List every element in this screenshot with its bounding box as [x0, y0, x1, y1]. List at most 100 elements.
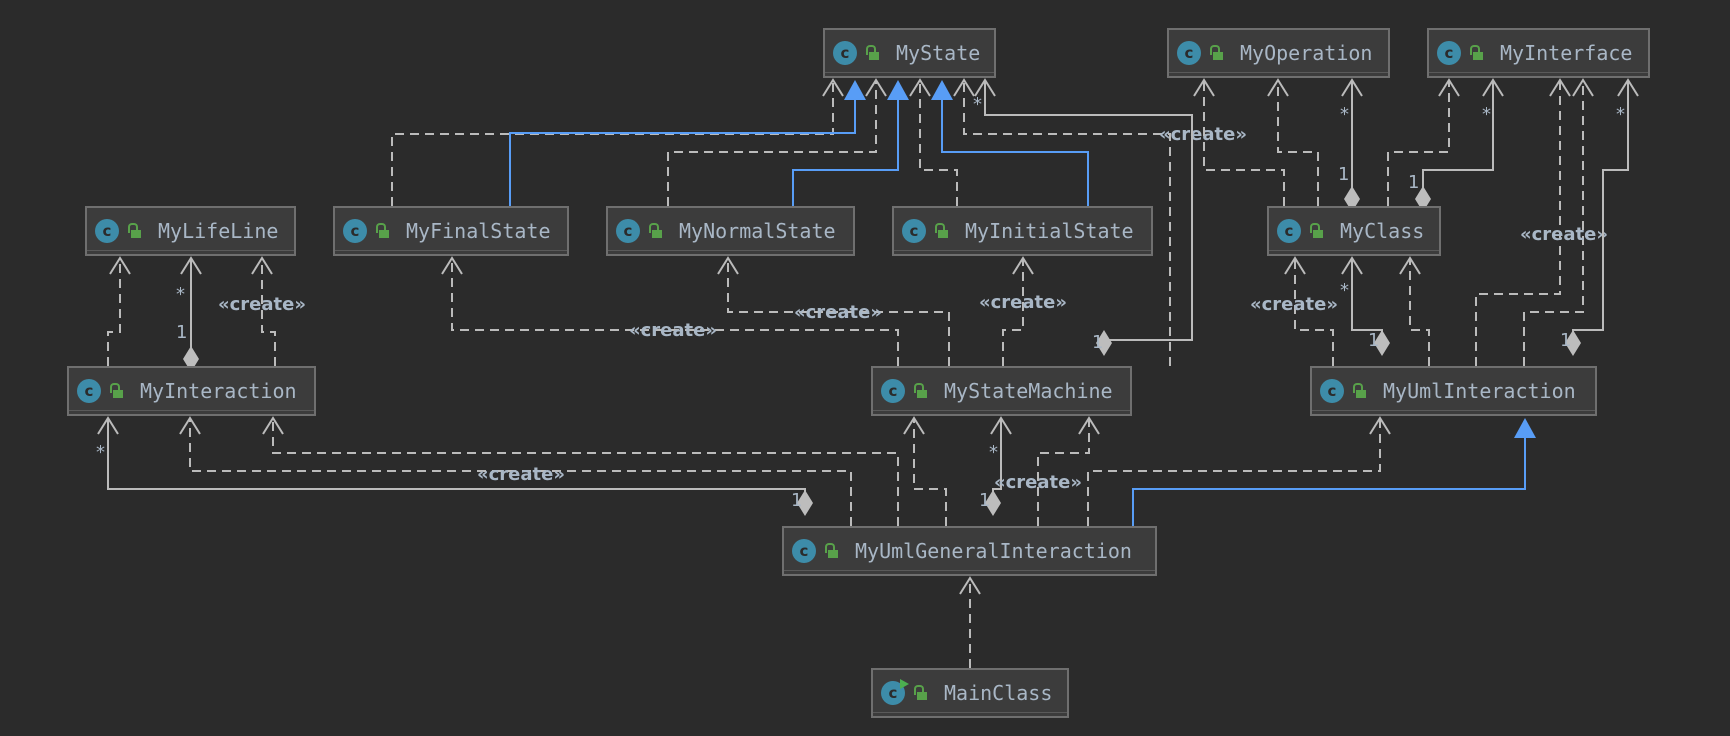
public-visibility-icon: [1210, 45, 1224, 61]
class-icon: c: [95, 219, 119, 243]
public-visibility-icon: [376, 223, 390, 239]
class-icon: c: [881, 379, 905, 403]
open-arrowhead: [990, 416, 1012, 435]
edge-inheritance[interactable]: [509, 98, 856, 206]
edge-dependency[interactable]: [1523, 80, 1584, 366]
class-node-myinterface[interactable]: c MyInterface: [1427, 28, 1650, 78]
edge-inheritance[interactable]: [792, 98, 899, 206]
edge-dependency[interactable]: [1002, 258, 1024, 366]
class-node-mainclass[interactable]: c MainClass: [871, 668, 1069, 718]
composition-diamond: [985, 490, 1001, 516]
class-node-myumlgeneralinteraction[interactable]: c MyUmlGeneralInteraction: [782, 526, 1157, 576]
open-arrowhead: [953, 78, 975, 97]
class-node-myoperation[interactable]: c MyOperation: [1167, 28, 1390, 78]
open-arrowhead: [1284, 256, 1306, 275]
class-icon: c: [833, 41, 857, 65]
edge-composition[interactable]: [1351, 258, 1383, 340]
inheritance-arrowhead: [1514, 418, 1536, 438]
edge-dependency[interactable]: [963, 80, 1171, 366]
class-icon: c: [1277, 219, 1301, 243]
composition-diamond: [1374, 330, 1390, 356]
target-multiplicity: *: [96, 442, 105, 463]
class-icon: c: [1177, 41, 1201, 65]
edge-composition[interactable]: [984, 80, 1193, 341]
class-node-myumlinteraction[interactable]: c MyUmlInteraction: [1310, 366, 1597, 416]
edge-dependency[interactable]: [1475, 80, 1561, 366]
source-multiplicity: 1: [1338, 164, 1349, 185]
open-arrowhead: [1193, 78, 1215, 97]
edge-dependency[interactable]: [727, 258, 950, 366]
open-arrowhead: [822, 78, 844, 97]
source-multiplicity: 1: [1368, 330, 1379, 351]
edge-composition[interactable]: [107, 418, 806, 500]
class-name: MyOperation: [1240, 41, 1373, 65]
edge-dependency[interactable]: [913, 418, 947, 526]
edge-dependency[interactable]: [919, 80, 958, 206]
edge-dependency[interactable]: [1409, 258, 1430, 366]
class-name: MyUmlInteraction: [1383, 379, 1576, 403]
create-stereotype-label: «create»: [794, 302, 882, 323]
source-multiplicity: 1: [1408, 172, 1419, 193]
class-node-myclass[interactable]: c MyClass: [1267, 206, 1441, 256]
edge-inheritance[interactable]: [941, 98, 1089, 206]
composition-diamond: [1415, 186, 1431, 212]
class-node-mynormalstate[interactable]: c MyNormalState: [606, 206, 855, 256]
edge-composition[interactable]: [1422, 80, 1494, 196]
create-stereotype-label: «create»: [1520, 224, 1608, 245]
open-arrowhead: [1438, 78, 1460, 97]
create-stereotype-label: «create»: [979, 292, 1067, 313]
edge-dependency[interactable]: [1037, 418, 1090, 526]
target-multiplicity: *: [1340, 104, 1349, 125]
class-icon: c: [1437, 41, 1461, 65]
open-arrowhead: [251, 256, 273, 275]
public-visibility-icon: [1353, 383, 1367, 399]
open-arrowhead: [1341, 78, 1363, 97]
target-multiplicity: *: [989, 442, 998, 463]
source-multiplicity: 1: [979, 490, 990, 511]
source-multiplicity: 1: [176, 322, 187, 343]
class-node-myinitialstate[interactable]: c MyInitialState: [892, 206, 1153, 256]
edge-dependency[interactable]: [107, 258, 121, 366]
class-node-mystatemachine[interactable]: c MyStateMachine: [871, 366, 1132, 416]
class-name: MyLifeLine: [158, 219, 279, 243]
edge-dependency[interactable]: [1387, 80, 1450, 206]
open-arrowhead: [1267, 78, 1289, 97]
target-multiplicity: *: [973, 94, 982, 115]
create-stereotype-label: «create»: [1250, 294, 1338, 315]
class-icon: c: [616, 219, 640, 243]
public-visibility-icon: [825, 543, 839, 559]
edge-dependency[interactable]: [1294, 258, 1334, 366]
edge-dependency[interactable]: [272, 418, 899, 526]
main-class-icon: c: [881, 679, 909, 705]
edge-inheritance[interactable]: [1132, 436, 1526, 526]
class-name: MyFinalState: [406, 219, 551, 243]
edge-dependency[interactable]: [261, 258, 276, 366]
open-arrowhead: [1617, 78, 1639, 97]
edge-dependency[interactable]: [1203, 80, 1285, 206]
public-visibility-icon: [110, 383, 124, 399]
class-node-myinteraction[interactable]: c MyInteraction: [67, 366, 316, 416]
class-node-mystate[interactable]: c MyState: [823, 28, 996, 78]
open-arrowhead: [1572, 78, 1594, 97]
edge-dependency[interactable]: [1087, 418, 1381, 526]
class-icon: c: [77, 379, 101, 403]
edge-dependency[interactable]: [391, 80, 834, 206]
class-node-mylifeline[interactable]: c MyLifeLine: [85, 206, 296, 256]
class-node-myfinalstate[interactable]: c MyFinalState: [333, 206, 569, 256]
class-icon: c: [1320, 379, 1344, 403]
target-multiplicity: *: [1482, 104, 1491, 125]
source-multiplicity: 1: [1560, 330, 1571, 351]
edge-dependency[interactable]: [451, 258, 899, 366]
open-arrowhead: [109, 256, 131, 275]
inheritance-arrowhead: [931, 80, 953, 100]
open-arrowhead: [1369, 416, 1391, 435]
create-stereotype-label: «create»: [218, 294, 306, 315]
composition-diamond: [1565, 330, 1581, 356]
create-stereotype-label: «create»: [477, 464, 565, 485]
target-multiplicity: *: [176, 284, 185, 305]
edge-dependency[interactable]: [667, 80, 877, 206]
composition-diamond: [183, 346, 199, 372]
source-multiplicity: 1: [791, 490, 802, 511]
edge-dependency[interactable]: [189, 418, 852, 526]
